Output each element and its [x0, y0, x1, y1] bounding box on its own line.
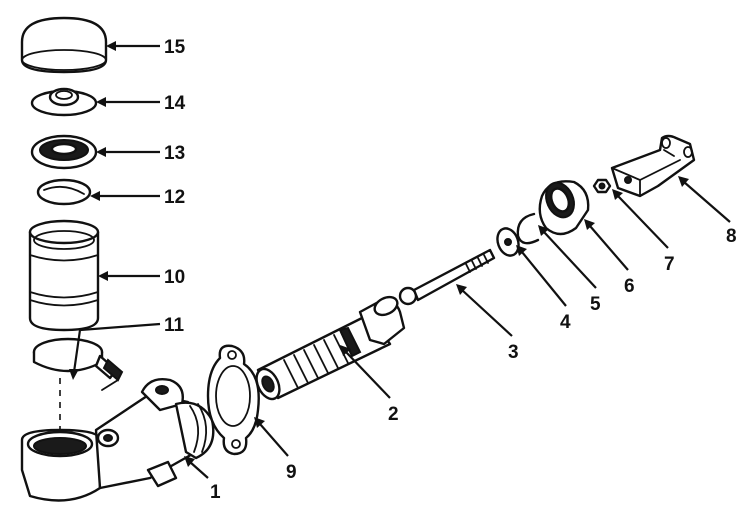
leader-12 [90, 191, 160, 201]
part-14-retainer [30, 87, 98, 117]
part-6-boot [538, 180, 590, 236]
leader-2 [340, 345, 391, 399]
part-1-cylinder-body [20, 378, 215, 502]
part-13-diaphragm [30, 134, 98, 170]
callout-3: 3 [508, 342, 519, 363]
part-4-washer [496, 227, 520, 257]
callout-4: 4 [560, 312, 571, 333]
callout-8: 8 [726, 226, 737, 247]
callout-9: 9 [286, 462, 297, 483]
leader-4 [516, 245, 567, 307]
part-11-clamp [32, 337, 124, 391]
leader-9 [254, 417, 289, 457]
callout-7: 7 [664, 254, 675, 275]
part-7-nut [592, 178, 612, 194]
part-9-gasket [206, 344, 260, 456]
callout-10: 10 [164, 267, 185, 288]
part-3-push-rod [398, 248, 496, 306]
callout-14: 14 [164, 93, 186, 114]
leader-15 [106, 41, 160, 51]
leader-1 [184, 456, 209, 479]
callout-13: 13 [164, 143, 185, 164]
part-10-reservoir [28, 219, 100, 332]
callout-11: 11 [164, 315, 185, 336]
leader-14 [96, 97, 160, 107]
leader-6 [584, 219, 629, 271]
callout-6: 6 [624, 276, 635, 297]
part-2-piston-assembly [255, 295, 406, 401]
part-12-seal-disc [36, 178, 92, 206]
callout-5: 5 [590, 294, 601, 315]
callout-15: 15 [164, 37, 186, 58]
callout-1: 1 [210, 482, 221, 503]
callout-12: 12 [164, 187, 185, 208]
leader-5 [538, 225, 597, 289]
leader-11 [69, 322, 161, 380]
leader-3 [456, 284, 513, 337]
callout-2: 2 [388, 404, 399, 425]
leader-7 [612, 189, 669, 249]
leader-13 [96, 147, 160, 157]
leader-10 [98, 271, 160, 281]
part-8-clevis [610, 134, 696, 198]
part-15-reservoir-cap [20, 16, 108, 74]
leader-8 [678, 176, 731, 223]
part-5-snap-ring [516, 212, 540, 245]
